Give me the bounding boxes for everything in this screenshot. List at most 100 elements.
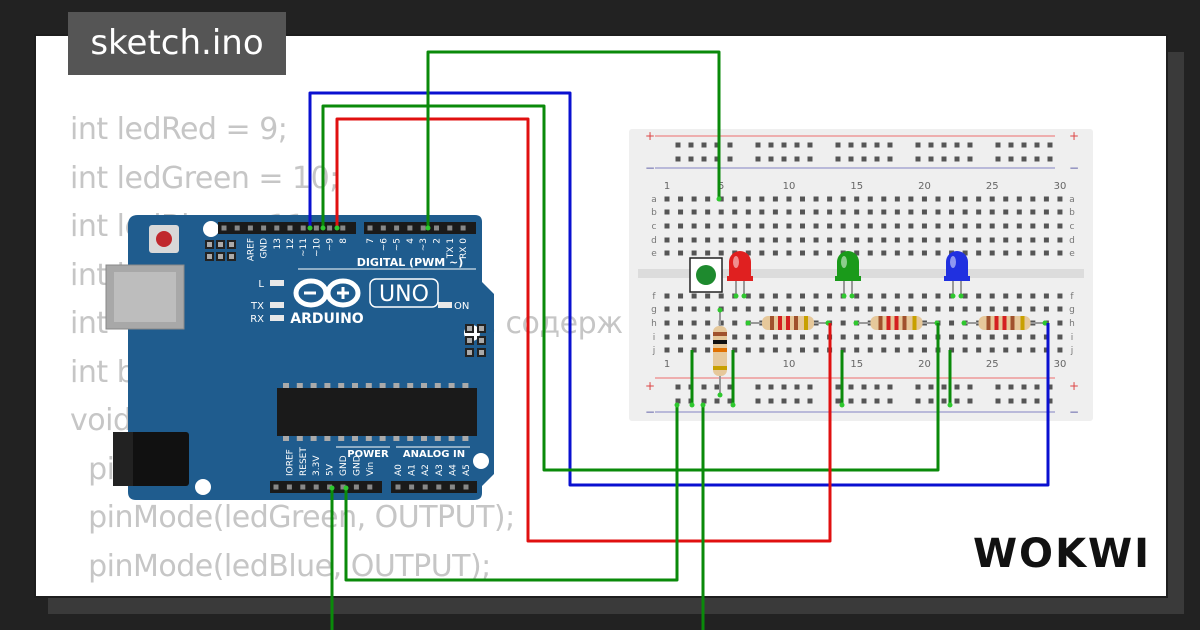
breadboard-hole — [705, 306, 711, 312]
breadboard-hole — [921, 293, 927, 299]
breadboard-hole — [664, 347, 670, 353]
digital-pin-label: RX 0 — [459, 238, 469, 259]
rail-hole — [807, 384, 813, 390]
breadboard-hole — [1030, 209, 1036, 215]
breadboard-hole — [1016, 293, 1022, 299]
breadboard-hole — [800, 293, 805, 299]
breadboard-hole — [1030, 196, 1036, 202]
breadboard-hole — [908, 237, 914, 243]
breadboard: ++−−++−−aabbccddeeffgghhiijj115510101515… — [629, 129, 1093, 421]
breadboard-hole — [962, 293, 968, 299]
digital-pin-label: ~10 — [312, 238, 322, 257]
chip-pin — [448, 436, 455, 441]
row-label: d — [1069, 236, 1075, 246]
wire-pin10-green[interactable] — [321, 104, 940, 472]
power-pin-label: RESET — [299, 447, 309, 476]
breadboard-hole — [732, 320, 738, 326]
push-button[interactable] — [689, 257, 723, 293]
digital-pin-label: ~11 — [299, 238, 309, 257]
wire-pin9-red[interactable] — [335, 117, 832, 543]
row-label: h — [651, 319, 657, 329]
wire-pin11-blue[interactable] — [308, 91, 1050, 487]
led-body — [837, 251, 859, 278]
led-rim — [944, 276, 970, 281]
analog-pin-label: A1 — [408, 464, 418, 476]
header-pin — [234, 225, 240, 231]
wire-endpoint — [700, 402, 706, 408]
breadboard-hole — [1057, 293, 1063, 299]
analog-section-label: ANALOG IN — [403, 449, 465, 460]
rail-hole — [954, 142, 960, 148]
resistor-red[interactable] — [745, 316, 831, 330]
rail-hole — [781, 398, 787, 404]
wire-5v-green[interactable] — [344, 405, 679, 582]
breadboard-hole — [976, 237, 982, 243]
wires — [307, 50, 1050, 630]
rail-hole — [967, 142, 973, 148]
resistor-band — [778, 316, 782, 330]
blue-led[interactable] — [944, 251, 970, 299]
breadboard-hole — [691, 306, 697, 312]
chip-pin — [421, 436, 427, 441]
breadboard-hole — [678, 223, 684, 229]
breadboard-hole — [854, 223, 860, 229]
breadboard-hole — [813, 196, 819, 202]
breadboard-hole — [705, 320, 711, 326]
breadboard-hole — [800, 250, 805, 256]
rail-hole — [807, 398, 813, 404]
reset-button[interactable] — [156, 231, 172, 247]
rail-hole — [967, 384, 973, 390]
breadboard-hole — [976, 334, 982, 340]
resistor-band — [770, 316, 774, 330]
breadboard-hole — [813, 250, 819, 256]
breadboard-hole — [894, 334, 900, 340]
header-pin — [286, 484, 292, 490]
header-pin — [353, 484, 359, 490]
resistor-band — [713, 340, 727, 344]
row-label: i — [653, 333, 656, 343]
breadboard-hole — [732, 223, 738, 229]
red-led[interactable] — [727, 251, 753, 299]
resistor-blue[interactable] — [961, 316, 1048, 330]
resistor-green[interactable] — [853, 316, 940, 330]
wire-endpoint — [425, 225, 431, 231]
breadboard-hole — [664, 209, 670, 215]
breadboard-hole — [908, 223, 914, 229]
led-pin-marker — [841, 293, 847, 299]
breadboard-hole — [908, 334, 914, 340]
header-pin — [300, 225, 306, 231]
led-rim — [835, 276, 861, 281]
breadboard-hole — [813, 306, 819, 312]
column-number: 15 — [850, 359, 863, 370]
resistor-button[interactable] — [713, 307, 727, 398]
breadboard-hole — [840, 320, 846, 326]
wire-pin3-button[interactable] — [426, 50, 721, 228]
row-label: e — [651, 249, 657, 259]
rail-hole — [768, 398, 774, 404]
digital-pin-label: 8 — [339, 238, 349, 244]
green-led[interactable] — [835, 251, 861, 299]
header-pin — [460, 225, 466, 231]
icsp-pin-core — [229, 254, 234, 259]
rail-hole — [794, 156, 800, 162]
breadboard-hole — [1057, 306, 1063, 312]
rail-hole — [928, 142, 934, 148]
breadboard-hole — [935, 196, 941, 202]
rail-hole — [941, 384, 947, 390]
breadboard-hole — [935, 306, 941, 312]
breadboard-hole — [921, 196, 927, 202]
rail-hole — [794, 398, 800, 404]
rail-hole — [714, 156, 720, 162]
rail-hole — [675, 398, 681, 404]
breadboard-hole — [935, 250, 941, 256]
rail-hole — [967, 398, 973, 404]
chip-pin — [407, 383, 414, 388]
breadboard-hole — [1016, 209, 1022, 215]
breadboard-hole — [1003, 306, 1009, 312]
digital-pin-label: 13 — [273, 238, 283, 249]
chip-pin — [283, 383, 289, 388]
column-number: 1 — [664, 181, 670, 192]
breadboard-hole — [989, 306, 995, 312]
project-title-tag[interactable]: sketch.ino — [68, 12, 286, 75]
breadboard-hole — [691, 250, 697, 256]
